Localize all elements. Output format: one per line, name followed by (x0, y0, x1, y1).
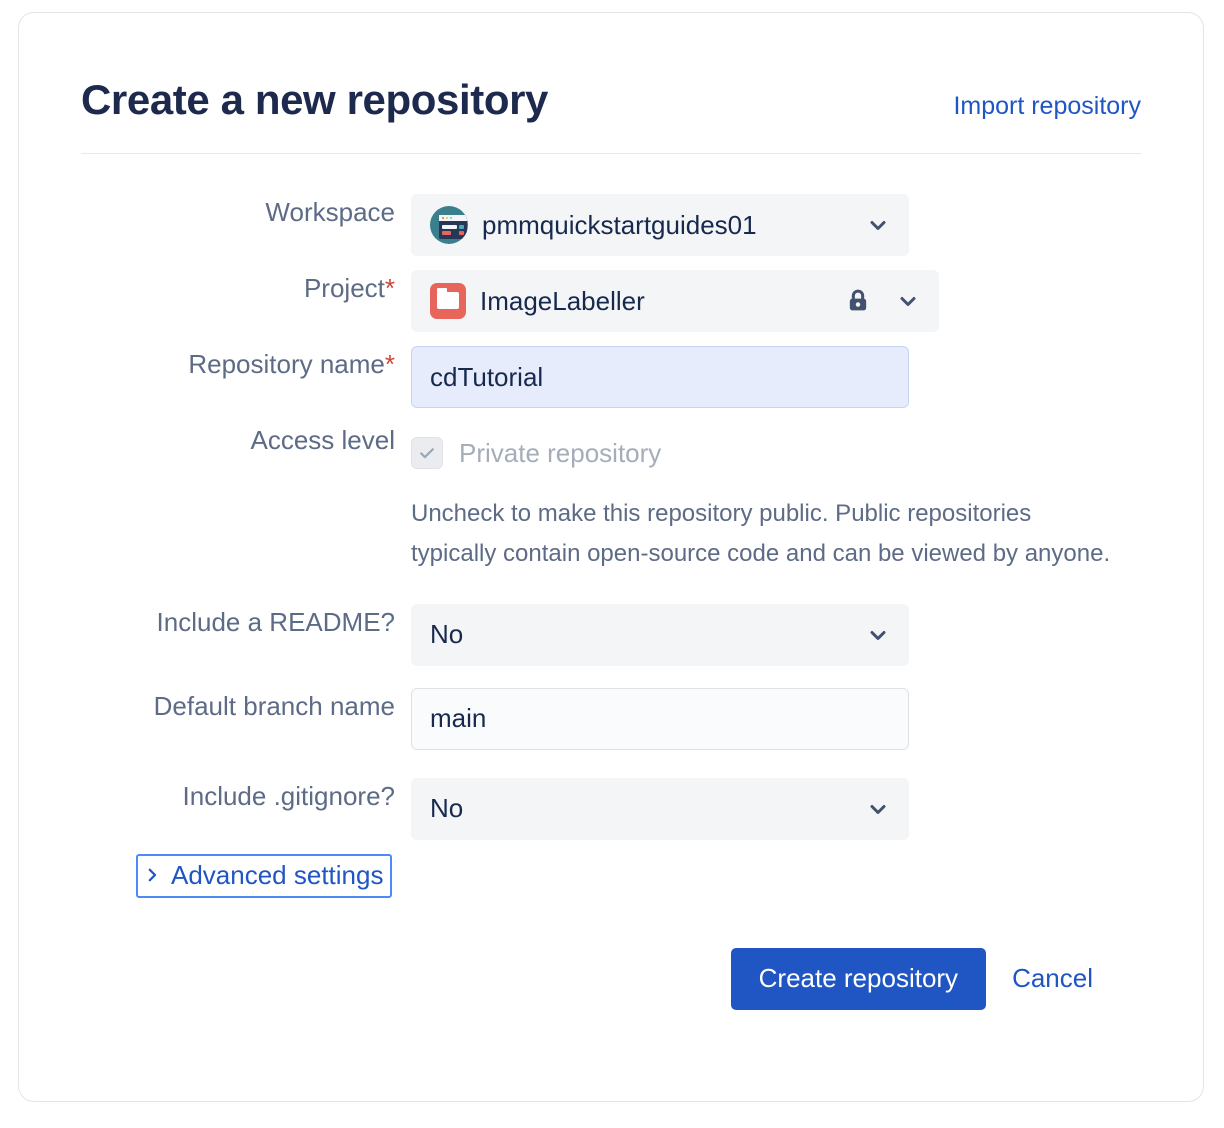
repository-name-label: Repository name* (81, 346, 411, 384)
default-branch-name-input[interactable]: main (411, 687, 909, 750)
chevron-down-icon (866, 213, 890, 237)
include-gitignore-value: No (430, 793, 464, 824)
include-gitignore-select[interactable]: No (411, 777, 909, 840)
repository-name-required-mark: * (384, 349, 395, 380)
import-repository-link[interactable]: Import repository (953, 92, 1141, 120)
form-row-include-readme: Include a README? No (81, 603, 1141, 666)
access-level-label: Access level (250, 425, 396, 456)
private-repository-checkbox[interactable] (411, 437, 443, 470)
chevron-down-icon (866, 623, 890, 647)
advanced-settings-row: Advanced settings (81, 853, 1141, 898)
repository-name-input[interactable]: cdTutorial (411, 346, 909, 409)
project-select[interactable]: ImageLabeller (411, 270, 939, 333)
repository-name-value: cdTutorial (430, 361, 544, 392)
project-required-mark: * (384, 273, 395, 304)
header-divider (81, 153, 1141, 155)
private-repository-checkbox-row[interactable]: Private repository (411, 422, 1141, 484)
workspace-select[interactable]: pmmquickstartguides01 (411, 194, 909, 257)
form-row-default-branch-name: Default branch name main (81, 687, 1141, 750)
default-branch-name-label: Default branch name (153, 690, 395, 721)
advanced-settings-toggle[interactable]: Advanced settings (136, 853, 393, 898)
form-row-include-gitignore: Include .gitignore? No (81, 777, 1141, 840)
workspace-avatar-icon (430, 206, 468, 245)
page-title: Create a new repository (81, 76, 548, 123)
create-repository-button[interactable]: Create repository (730, 947, 987, 1010)
form-row-access-level: Access level Private repository Uncheck … (81, 422, 1141, 573)
project-folder-icon (430, 283, 466, 320)
create-repository-form: Workspace pmmquickstartguides01 (81, 194, 1141, 1010)
lock-icon (844, 287, 872, 315)
workspace-label: Workspace (265, 197, 395, 228)
include-readme-select[interactable]: No (411, 603, 909, 666)
project-label-text: Project (303, 273, 385, 304)
card-header: Create a new repository Import repositor… (81, 75, 1141, 125)
cancel-button[interactable]: Cancel (1012, 963, 1093, 994)
form-row-project: Project* ImageLabeller (81, 270, 1141, 333)
private-repository-checkbox-label: Private repository (459, 437, 662, 468)
advanced-settings-label: Advanced settings (171, 859, 384, 890)
chevron-right-icon (143, 866, 161, 884)
workspace-value: pmmquickstartguides01 (482, 209, 757, 240)
chevron-down-icon (896, 289, 920, 313)
project-value: ImageLabeller (480, 285, 645, 316)
default-branch-name-value: main (430, 703, 487, 734)
include-readme-label: Include a README? (156, 606, 395, 637)
include-gitignore-label: Include .gitignore? (182, 780, 395, 811)
create-repository-card: Create a new repository Import repositor… (18, 12, 1204, 1102)
form-row-workspace: Workspace pmmquickstartguides01 (81, 194, 1141, 257)
repository-name-label-text: Repository name (188, 349, 385, 380)
include-readme-value: No (430, 619, 464, 650)
project-label: Project* (81, 270, 411, 308)
form-row-repository-name: Repository name* cdTutorial (81, 346, 1141, 409)
access-level-help-text: Uncheck to make this repository public. … (411, 500, 1111, 567)
chevron-down-icon (866, 797, 890, 821)
form-actions: Create repository Cancel (81, 947, 1141, 1010)
